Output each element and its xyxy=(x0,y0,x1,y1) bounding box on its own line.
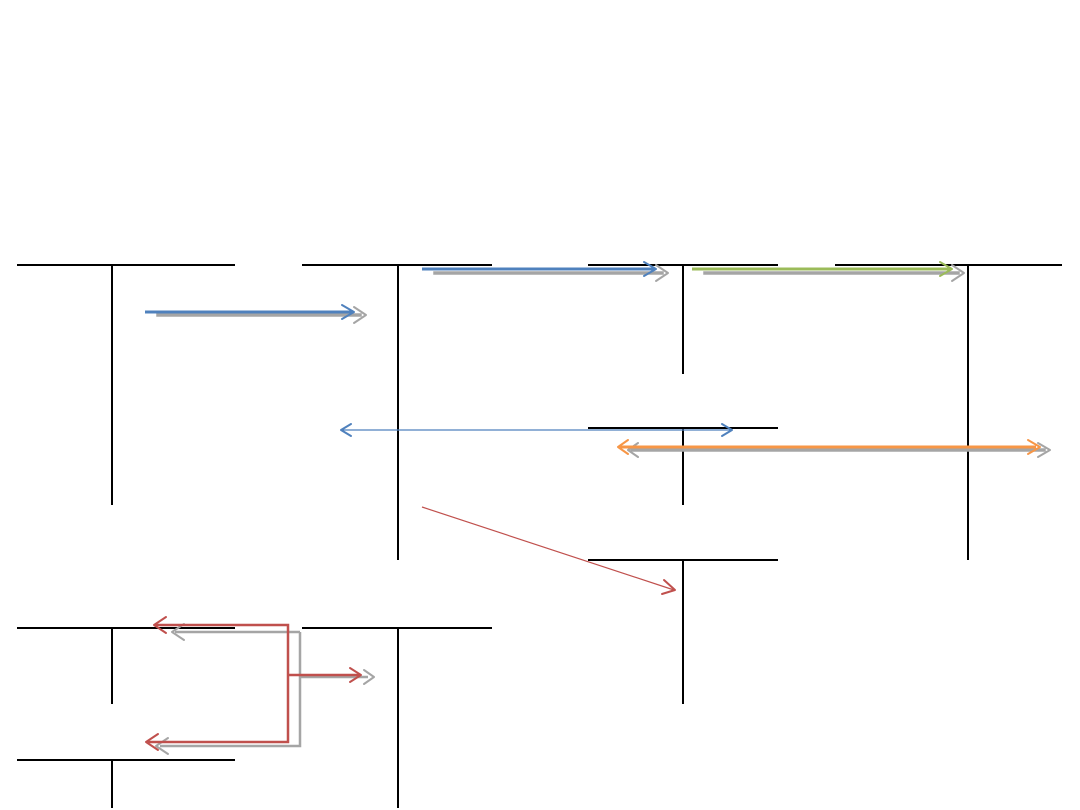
t-account-6 xyxy=(588,559,778,704)
t-account-8 xyxy=(302,627,492,808)
blue-arrow-account1 xyxy=(145,304,367,324)
blue-double-arrow xyxy=(340,423,733,437)
arrows xyxy=(145,261,1051,755)
t-account-1 xyxy=(17,264,235,505)
t-account-9 xyxy=(17,759,235,808)
t-account-2 xyxy=(302,264,492,560)
t-accounts xyxy=(17,264,1062,808)
green-arrow-top xyxy=(692,261,965,282)
t-account-7 xyxy=(17,627,235,704)
t-account-3 xyxy=(588,264,778,374)
orange-double-arrow xyxy=(617,439,1051,458)
t-account-4 xyxy=(835,264,1062,560)
red-bracket-arrows-shadow xyxy=(155,623,375,755)
red-diagonal-arrow xyxy=(421,506,676,595)
t-account-5 xyxy=(588,427,778,505)
blue-arrow-top xyxy=(422,261,669,282)
red-bracket-arrows xyxy=(145,616,362,751)
